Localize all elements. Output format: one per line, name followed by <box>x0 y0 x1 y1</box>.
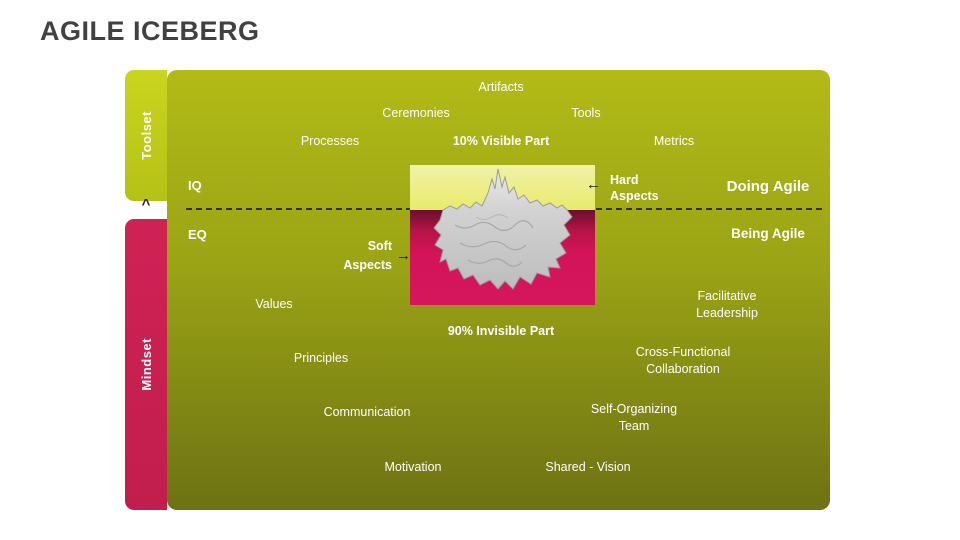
label-metrics: Metrics <box>653 134 695 148</box>
mindset-tab-label: Mindset <box>138 338 154 391</box>
arrow-right-icon: → <box>396 247 411 264</box>
label-self-organizing-team: Self-Organizing Team <box>590 402 678 433</box>
label-values: Values <box>255 297 293 311</box>
label-processes: Processes <box>300 134 360 148</box>
iceberg-shape <box>433 168 573 290</box>
iceberg-image <box>410 165 595 305</box>
label-doing-agile: Doing Agile <box>726 178 810 195</box>
mindset-tab: Mindset <box>125 219 167 510</box>
page-title: AGILE ICEBERG <box>40 16 260 46</box>
toolset-tab: Toolset <box>125 70 167 201</box>
label-tools: Tools <box>571 106 601 120</box>
label-being-agile: Being Agile <box>731 226 805 241</box>
label-ceremonies: Ceremonies <box>382 106 450 120</box>
arrow-left-icon: ← <box>586 176 601 193</box>
label-eq: EQ <box>188 227 207 242</box>
label-invisible-part: 90% Invisible Part <box>447 324 555 338</box>
label-visible-part: 10% Visible Part <box>452 134 550 148</box>
label-facilitative-leadership: Facilitative Leadership <box>696 289 758 320</box>
label-principles: Principles <box>293 351 349 365</box>
label-communication: Communication <box>323 405 411 419</box>
label-shared-vision: Shared - Vision <box>545 460 631 474</box>
label-hard-aspects: Hard Aspects <box>610 173 659 203</box>
caret-up-icon: ^ <box>141 196 151 213</box>
toolset-tab-label: Toolset <box>138 111 154 160</box>
label-iq: IQ <box>188 178 202 193</box>
label-artifacts: Artifacts <box>478 80 524 94</box>
label-soft-aspects: Soft Aspects <box>343 239 392 272</box>
label-motivation: Motivation <box>384 460 442 474</box>
label-cross-functional-collaboration: Cross-Functional Collaboration <box>635 345 731 376</box>
